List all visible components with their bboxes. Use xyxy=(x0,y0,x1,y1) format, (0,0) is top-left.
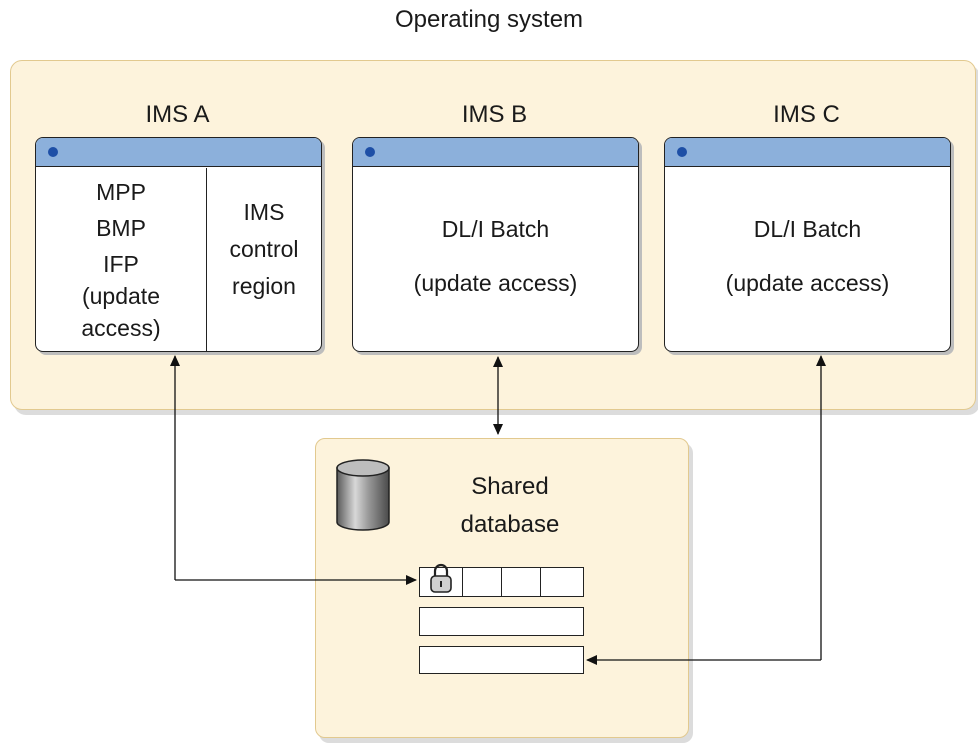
ims-a-line-access: access) xyxy=(81,315,161,341)
ims-c-label: IMS C xyxy=(773,101,840,128)
shared-database-line-2: database xyxy=(460,511,560,538)
ims-a-line-bmp: BMP xyxy=(96,215,146,241)
database-record xyxy=(419,646,584,674)
record-field-divider xyxy=(501,568,502,596)
shared-database-label: Shared database xyxy=(410,468,610,544)
ims-c-title-bar xyxy=(665,138,950,167)
ims-c-window: DL/I Batch (update access) xyxy=(664,137,951,352)
ims-a-title-bar xyxy=(36,138,321,167)
ims-b-window: DL/I Batch (update access) xyxy=(352,137,639,352)
database-cylinder-icon xyxy=(336,459,390,531)
ims-a-program-list: MPP BMP IFP (update access) xyxy=(36,174,206,345)
ims-a-to-locked-record-arrow xyxy=(170,355,417,585)
ims-a-control-region: IMS control region xyxy=(207,194,321,305)
ims-a-line-ifp: IFP xyxy=(103,251,139,277)
ims-b-title-bar xyxy=(353,138,638,167)
ims-c-to-record-arrow xyxy=(586,355,826,665)
ims-a-control-line-2: control xyxy=(229,236,299,262)
ims-c-line-1: DL/I Batch xyxy=(753,216,862,242)
window-dot-icon xyxy=(677,147,687,157)
padlock-icon xyxy=(430,563,452,593)
record-field-divider xyxy=(462,568,463,596)
database-record xyxy=(419,607,584,636)
database-record-locked xyxy=(419,563,584,597)
ims-a-control-line-1: IMS xyxy=(243,199,285,225)
ims-a-label: IMS A xyxy=(145,101,210,128)
window-dot-icon xyxy=(48,147,58,157)
ims-a-line-update: (update xyxy=(81,283,160,309)
ims-b-line-2: (update access) xyxy=(413,270,578,296)
ims-b-label: IMS B xyxy=(461,101,528,128)
diagram-title: Operating system xyxy=(394,6,584,33)
ims-c-line-2: (update access) xyxy=(725,270,890,296)
window-dot-icon xyxy=(365,147,375,157)
ims-a-control-line-3: region xyxy=(232,273,296,299)
ims-a-line-mpp: MPP xyxy=(96,179,146,205)
shared-database-line-1: Shared xyxy=(471,473,549,500)
ims-b-line-1: DL/I Batch xyxy=(441,216,550,242)
ims-a-divider xyxy=(206,168,207,351)
record-field-divider xyxy=(540,568,541,596)
ims-a-window: MPP BMP IFP (update access) IMS control … xyxy=(35,137,322,352)
